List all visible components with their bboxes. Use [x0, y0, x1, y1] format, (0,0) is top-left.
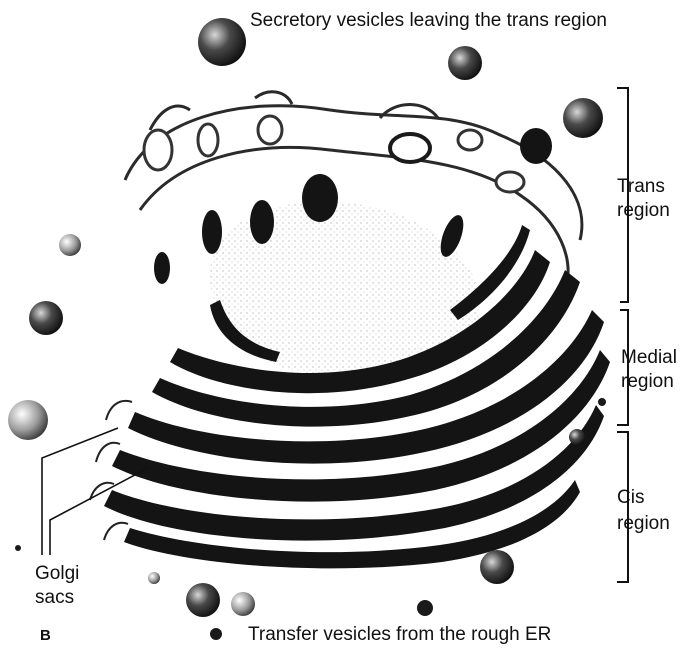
medial-region-label-line1: Medial [621, 347, 677, 369]
medial-region-label-line2: region [621, 371, 674, 393]
golgi-sacs-label-line2: sacs [35, 587, 74, 609]
golgi-sacs-label-line1: Golgi [35, 563, 79, 585]
cis-region-label-line1: Cis [617, 487, 644, 509]
secretory-vesicles-label: Secretory vesicles leaving the trans reg… [250, 10, 607, 32]
cis-region-label-line2: region [617, 513, 670, 535]
trans-region-label-line2: region [617, 200, 670, 222]
transfer-vesicles-label: Transfer vesicles from the rough ER [248, 624, 551, 646]
panel-letter: B [40, 625, 51, 647]
trans-region-label-line1: Trans [617, 176, 665, 198]
trans-fenestrae [144, 116, 524, 192]
